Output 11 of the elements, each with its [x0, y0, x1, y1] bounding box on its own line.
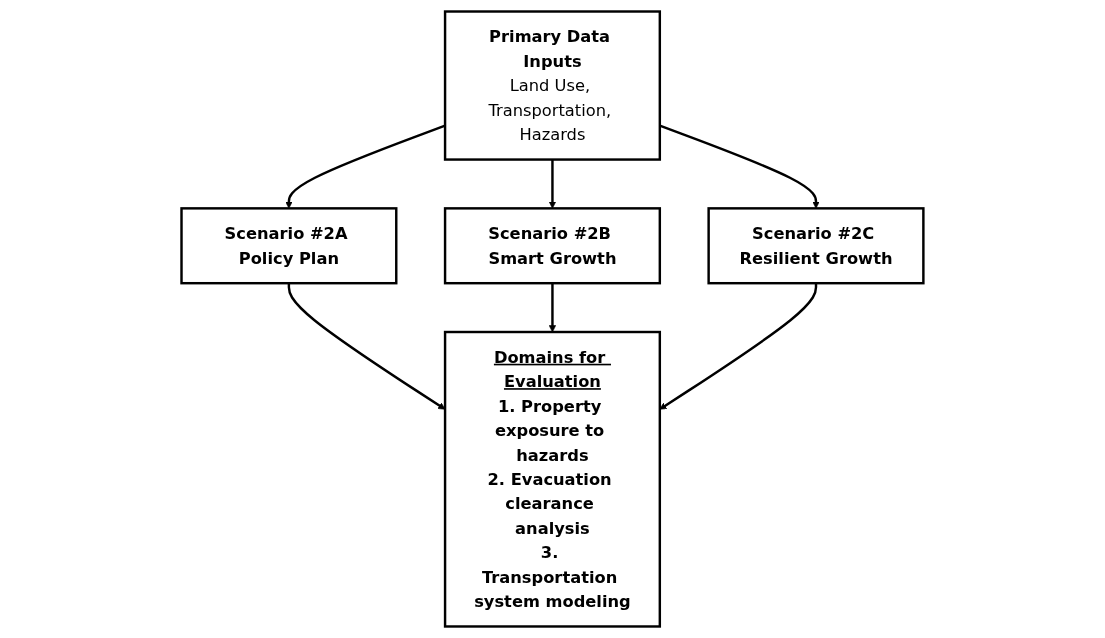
arrow	[287, 283, 446, 410]
arrow	[548, 283, 557, 333]
node-box: Scenario #2B Smart Growth	[443, 207, 662, 285]
node-box: Domains for Evaluation 1. Property exposure to hazards 2. Evacuation clearance analysis 3. Transportation system modeling	[443, 330, 662, 628]
arrow	[659, 124, 820, 209]
arrow	[659, 283, 818, 410]
node-box: Scenario #2C Resilient Growth	[707, 207, 925, 285]
node-box: Scenario #2A Policy Plan	[180, 207, 398, 285]
arrow	[285, 124, 446, 209]
arrow	[548, 159, 557, 209]
node-box: Primary Data Inputs Land Use, Transportation, Hazards	[443, 10, 662, 161]
